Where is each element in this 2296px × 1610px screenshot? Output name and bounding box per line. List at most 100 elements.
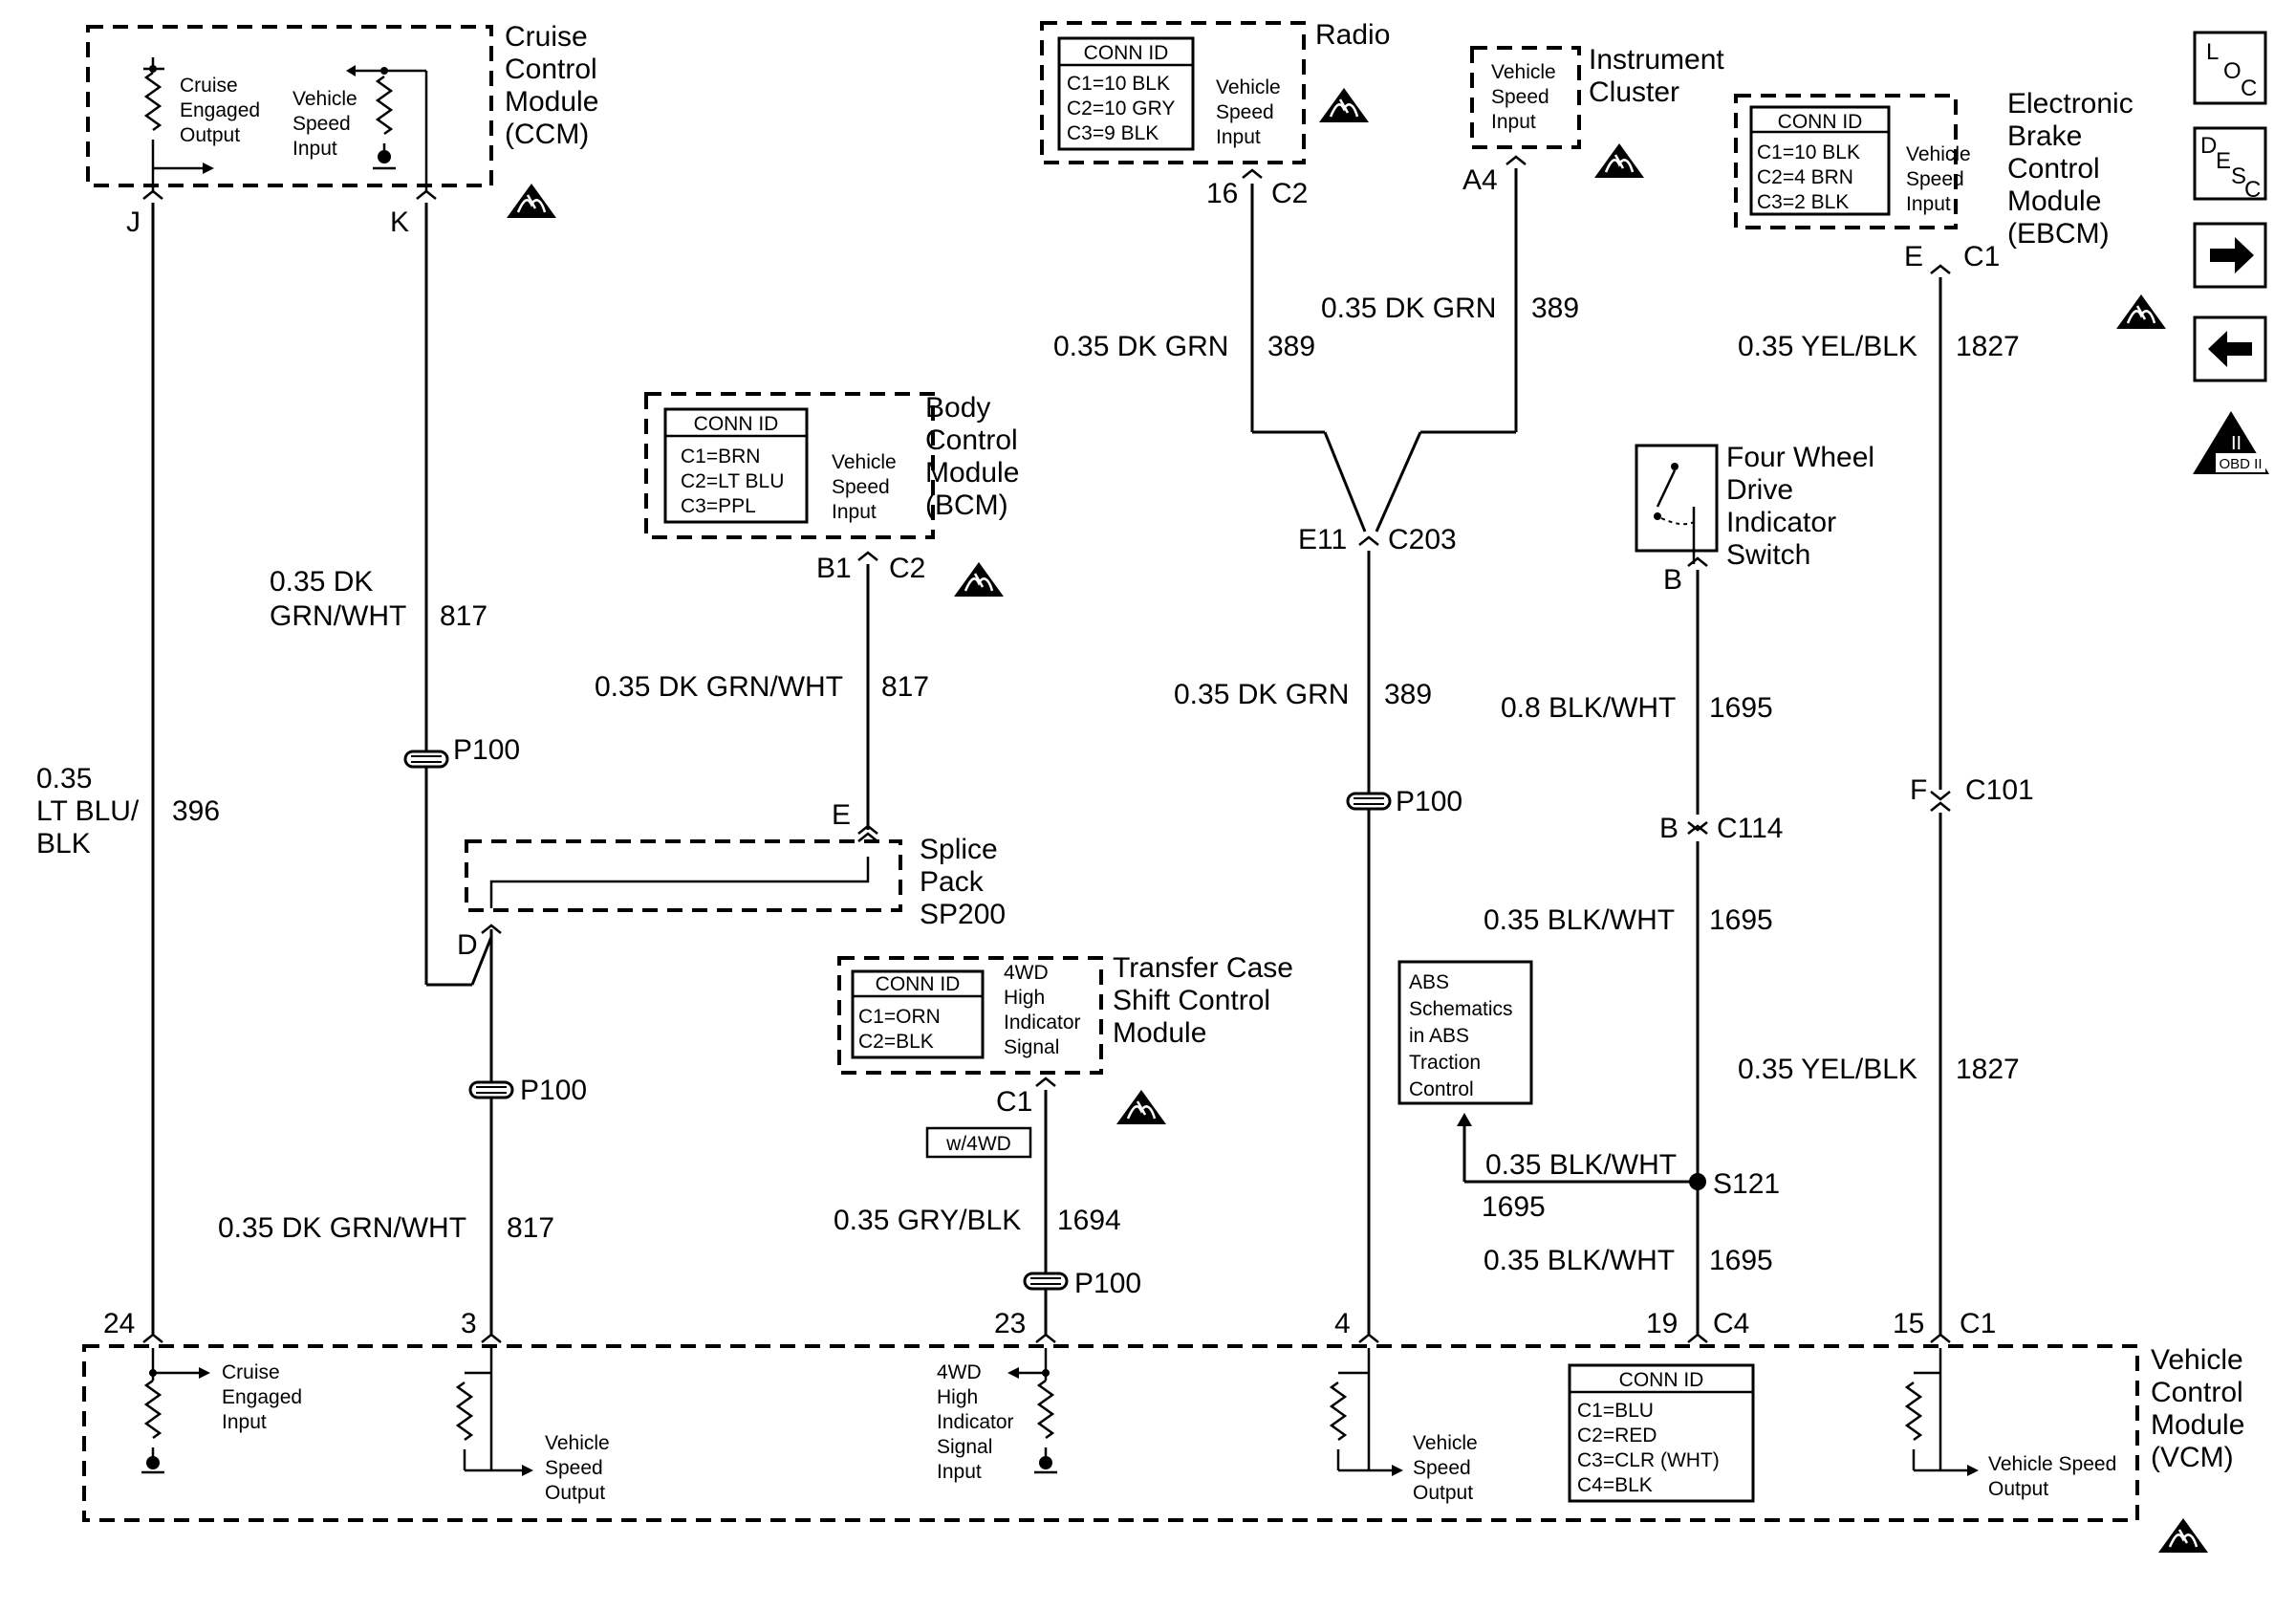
tccm-name-1: Transfer Case	[1113, 952, 1293, 984]
ebcm-conn-c2: C2=4 BRN	[1757, 166, 1853, 188]
loc-button[interactable]: L O C	[2193, 31, 2267, 105]
ccm-module: Cruise Control Module (CCM) Cruise Engag…	[86, 21, 598, 238]
vcm-pin-vso4-2: Speed	[1413, 1457, 1471, 1479]
ccm-pin-output-3: Output	[180, 124, 240, 146]
vcm-pin-vso15-1: Vehicle Speed	[1988, 1453, 2116, 1475]
splice-name-3: SP200	[920, 899, 1006, 930]
p100-label-3: P100	[1396, 786, 1462, 817]
vcm-terminal-19: 19	[1646, 1308, 1678, 1339]
w1694-circuit: 1694	[1057, 1205, 1121, 1236]
ccm-name-2: Control	[505, 54, 597, 85]
w1695b-circuit: 1695	[1709, 904, 1773, 936]
c114-pin: B	[1659, 813, 1679, 844]
tccm-pin-signal-2: High	[1004, 987, 1045, 1009]
vcm-pin-cruise-2: Engaged	[222, 1386, 302, 1408]
desc-letter-c: C	[2244, 177, 2261, 203]
ccm-terminal-k: K	[390, 207, 409, 238]
next-page-button[interactable]	[2193, 222, 2267, 289]
splice-terminal-d: D	[457, 929, 478, 961]
ebcm-terminal-pin: E	[1904, 241, 1923, 272]
esd-icon-vcm	[2156, 1516, 2210, 1555]
ipc-pin-input-1: Vehicle	[1491, 61, 1556, 83]
w389a-color: 0.35 DK GRN	[1053, 331, 1228, 362]
left-arrow-icon	[2208, 331, 2252, 367]
loc-letter-c: C	[2241, 76, 2257, 101]
abs-ref-1: ABS	[1409, 971, 1449, 993]
w817c-circuit: 817	[507, 1212, 554, 1244]
radio-conn-c3: C3=9 BLK	[1067, 122, 1159, 144]
bcm-name-4: (BCM)	[925, 490, 1008, 521]
switch-name-3: Indicator	[1726, 507, 1836, 538]
w817a-color-1: 0.35 DK	[270, 566, 373, 598]
w817a-color-2: GRN/WHT	[270, 600, 406, 632]
vcm-terminal-c4: C4	[1713, 1308, 1749, 1339]
vcm-conn-c2: C2=RED	[1577, 1425, 1657, 1447]
w1827b-circuit: 1827	[1956, 1054, 2020, 1085]
w389b-circuit: 389	[1531, 293, 1579, 324]
radio-conn-title: CONN ID	[1084, 42, 1169, 64]
ebcm-name-3: Control	[2007, 153, 2100, 185]
obd-label: OBD II	[2219, 456, 2262, 472]
tccm-name-3: Module	[1113, 1017, 1206, 1049]
p100-connector-389	[1346, 792, 1392, 811]
w1694-color: 0.35 GRY/BLK	[834, 1205, 1021, 1236]
ebcm-conn-c3: C3=2 BLK	[1757, 191, 1849, 213]
vcm-module: Vehicle Control Module (VCM) 24 3 23 4 1…	[82, 1308, 2244, 1555]
ccm-pin-output-1: Cruise	[180, 75, 238, 97]
vcm-pin-4wd-4: Signal	[937, 1436, 992, 1458]
vcm-pin-vso-2: Speed	[545, 1457, 603, 1479]
ebcm-pin-input-3: Input	[1906, 193, 1951, 215]
splice-name-1: Splice	[920, 834, 998, 865]
vcm-pin-4wd-5: Input	[937, 1461, 982, 1483]
bcm-terminal-conn: C2	[889, 553, 925, 584]
abs-schematic-reference[interactable]: ABS Schematics in ABS Traction Control	[1397, 960, 1533, 1105]
four-wheel-drive-switch: Four Wheel Drive Indicator Switch B	[1635, 442, 1874, 596]
w396-color-2: LT BLU/	[36, 795, 140, 827]
vcm-terminal-24: 24	[103, 1308, 135, 1339]
splice-pack-sp200: Splice Pack SP200 E D	[457, 799, 1006, 961]
vcm-conn-c4: C4=BLK	[1577, 1474, 1653, 1496]
tccm-pin-signal-4: Signal	[1004, 1036, 1059, 1058]
ipc-pin-input-2: Speed	[1491, 86, 1549, 108]
w1827b-color: 0.35 YEL/BLK	[1738, 1054, 1917, 1085]
esd-icon-radio	[1317, 86, 1371, 124]
abs-ref-2: Schematics	[1409, 998, 1513, 1020]
vcm-terminal-c1: C1	[1960, 1308, 1996, 1339]
loc-letter-l: L	[2206, 39, 2219, 65]
w396-color-3: BLK	[36, 828, 91, 859]
w389a-circuit: 389	[1267, 331, 1315, 362]
ccm-name-3: Module	[505, 86, 598, 118]
bcm-name-2: Control	[925, 424, 1018, 456]
bcm-conn-c1: C1=BRN	[681, 446, 760, 468]
prev-page-button[interactable]	[2193, 315, 2267, 382]
w1695d-color: 0.35 BLK/WHT	[1484, 1245, 1675, 1276]
ccm-name-4: (CCM)	[505, 119, 589, 150]
ebcm-name-1: Electronic	[2007, 88, 2134, 120]
tccm-pin-signal-3: Indicator	[1004, 1012, 1081, 1033]
vcm-conn-c1: C1=BLU	[1577, 1400, 1654, 1422]
c203-pin: E11	[1298, 524, 1347, 555]
radio-conn-c1: C1=10 BLK	[1067, 73, 1170, 95]
c101-label: C101	[1965, 774, 2034, 806]
tccm-option-label: w/4WD	[945, 1133, 1011, 1155]
ebcm-module: CONN ID C1=10 BLK C2=4 BRN C3=2 BLK Vehi…	[1734, 88, 2134, 272]
vcm-pin-4wd-1: 4WD	[937, 1361, 982, 1383]
w1695a-color: 0.8 BLK/WHT	[1501, 692, 1676, 724]
w1827a-color: 0.35 YEL/BLK	[1738, 331, 1917, 362]
ebcm-name-5: (EBCM)	[2007, 218, 2110, 250]
desc-button[interactable]: D E S C	[2193, 126, 2267, 203]
vcm-pin-4wd-2: High	[937, 1386, 978, 1408]
bcm-conn-title: CONN ID	[694, 413, 779, 435]
w817c-color: 0.35 DK GRN/WHT	[218, 1212, 466, 1244]
p100-label-2: P100	[520, 1075, 587, 1106]
w1695b-color: 0.35 BLK/WHT	[1484, 904, 1675, 936]
desc-letter-d: D	[2200, 133, 2217, 159]
radio-terminal-pin: 16	[1206, 178, 1238, 209]
ebcm-conn-c1: C1=10 BLK	[1757, 141, 1860, 163]
vcm-name-1: Vehicle	[2151, 1344, 2243, 1376]
vcm-conn-title: CONN ID	[1619, 1369, 1704, 1391]
vcm-terminal-4: 4	[1334, 1308, 1351, 1339]
p100-connector-1694	[1023, 1272, 1069, 1291]
switch-name-1: Four Wheel	[1726, 442, 1874, 473]
